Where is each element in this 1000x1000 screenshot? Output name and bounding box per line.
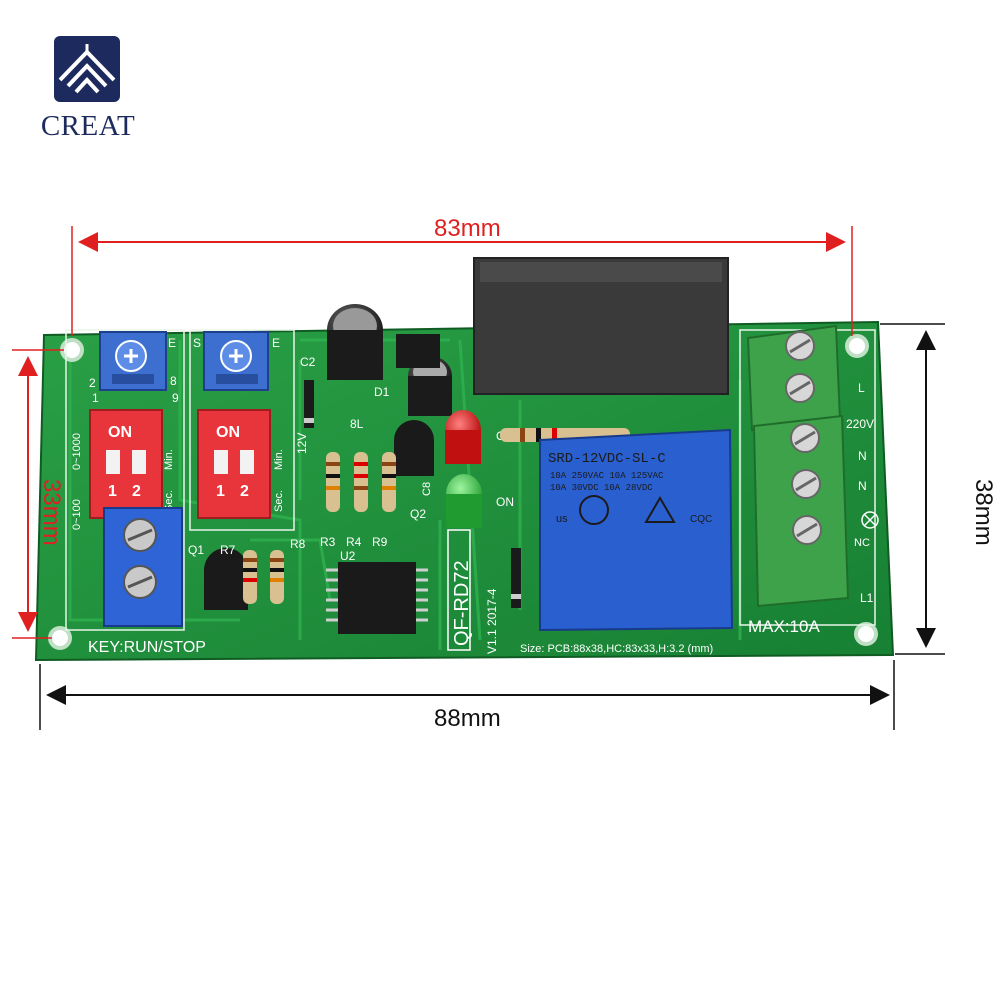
resistor-r3 [326, 452, 340, 512]
dip-switch-1[interactable] [89, 409, 163, 519]
label-u2: U2 [340, 549, 356, 563]
ic-u2 [326, 562, 428, 634]
relay [539, 428, 734, 632]
resistor-r8 [270, 550, 284, 604]
label-220v: 220V [846, 417, 874, 431]
label-l1: L1 [860, 591, 874, 605]
resistor-r9 [382, 452, 396, 512]
max-current-label: MAX:10A [748, 617, 820, 636]
dim-bottom-width: 88mm [434, 705, 501, 732]
board-size-label: Size: PCB:88x38,HC:83x33,H:3.2 (mm) [520, 643, 713, 655]
unit-sec-label-2: Sec. [273, 490, 285, 512]
dimension-lines [12, 226, 853, 639]
transistor-q1 [204, 548, 248, 610]
label-12v: 12V [295, 433, 309, 454]
dimension-lines-black [39, 323, 945, 730]
unit-sec-label: Sec. [163, 490, 175, 512]
key-run-stop-label: KEY:RUN/STOP [88, 639, 206, 656]
trim-digit-9: 9 [172, 391, 179, 405]
diode-vertical [511, 548, 521, 608]
label-r7: R7 [220, 543, 236, 557]
trimmer-potentiometer-1[interactable] [99, 331, 167, 391]
label-s: S [193, 336, 201, 350]
relay-mark: us [556, 513, 568, 525]
unit-min-label-2: Min. [273, 449, 285, 470]
dip-switch-2[interactable] [197, 409, 271, 519]
trim-digit-1: 1 [92, 391, 99, 405]
trim-digit-8: 8 [170, 374, 177, 388]
range-high-label: 0~1000 [71, 433, 83, 470]
label-l-term: L [858, 381, 865, 395]
label-c2: C2 [300, 355, 316, 369]
diode [304, 380, 314, 428]
choke [473, 257, 729, 395]
mountain-roof-icon [54, 36, 120, 102]
label-r9: R9 [372, 535, 388, 549]
label-r8: R8 [290, 537, 306, 551]
label-c8: C8 [421, 482, 433, 496]
label-r3: R3 [320, 535, 336, 549]
key-terminal-block[interactable] [103, 507, 183, 627]
relay-rating-2: 10A 30VDC 10A 28VDC [550, 483, 653, 493]
lamp-icon [861, 511, 879, 529]
resistor-r7 [243, 550, 257, 604]
brand-logo: CREAT [36, 36, 140, 146]
dip2-num-2: 2 [240, 483, 249, 500]
label-r4: R4 [346, 535, 362, 549]
trimmer-potentiometer-2[interactable] [203, 331, 269, 391]
brand-name: CREAT [40, 110, 136, 142]
warning-triangle-icon [644, 496, 676, 523]
dip2-on-label: ON [216, 424, 240, 441]
dip2-num-1: 1 [216, 483, 225, 500]
label-e1: E [168, 336, 176, 350]
transistor-q2 [394, 420, 434, 476]
regulator-chip [396, 334, 440, 368]
dim-right-height: 38mm [970, 479, 997, 546]
label-n1: N [858, 449, 867, 463]
dip1-on-label: ON [108, 424, 132, 441]
terminal-block-2pin[interactable] [746, 324, 842, 432]
board-model: QF-RD72 [451, 560, 473, 646]
dim-top-width: 83mm [434, 215, 501, 242]
label-e2: E [272, 336, 280, 350]
label-n2: N [858, 479, 867, 493]
label-8l: 8L [350, 417, 364, 431]
led-red [445, 410, 481, 464]
label-q1: Q1 [188, 543, 204, 557]
model-label-box [447, 529, 471, 651]
dip1-num-2: 2 [132, 483, 141, 500]
relay-rating-1: 10A 250VAC 10A 125VAC [550, 471, 664, 481]
board-version: V1.1 2017-4 [485, 588, 499, 654]
resistor-r4 [354, 452, 368, 512]
trim-digit-2: 2 [89, 376, 96, 390]
range-low-label: 0~100 [71, 499, 83, 530]
ul-mark-icon [579, 495, 609, 525]
relay-cert: CQC [690, 514, 712, 525]
label-on: ON [496, 495, 514, 509]
led-green [446, 474, 482, 528]
unit-min-label: Min. [163, 449, 175, 470]
capacitor-c2-large [327, 304, 383, 380]
dim-left-height: 33mm [38, 479, 65, 546]
label-d1: D1 [374, 385, 390, 399]
relay-model: SRD-12VDC-SL-C [548, 451, 666, 467]
label-nc: NC [854, 537, 870, 549]
label-q2: Q2 [410, 507, 426, 521]
terminal-block-3pin[interactable] [752, 414, 850, 608]
dip1-num-1: 1 [108, 483, 117, 500]
